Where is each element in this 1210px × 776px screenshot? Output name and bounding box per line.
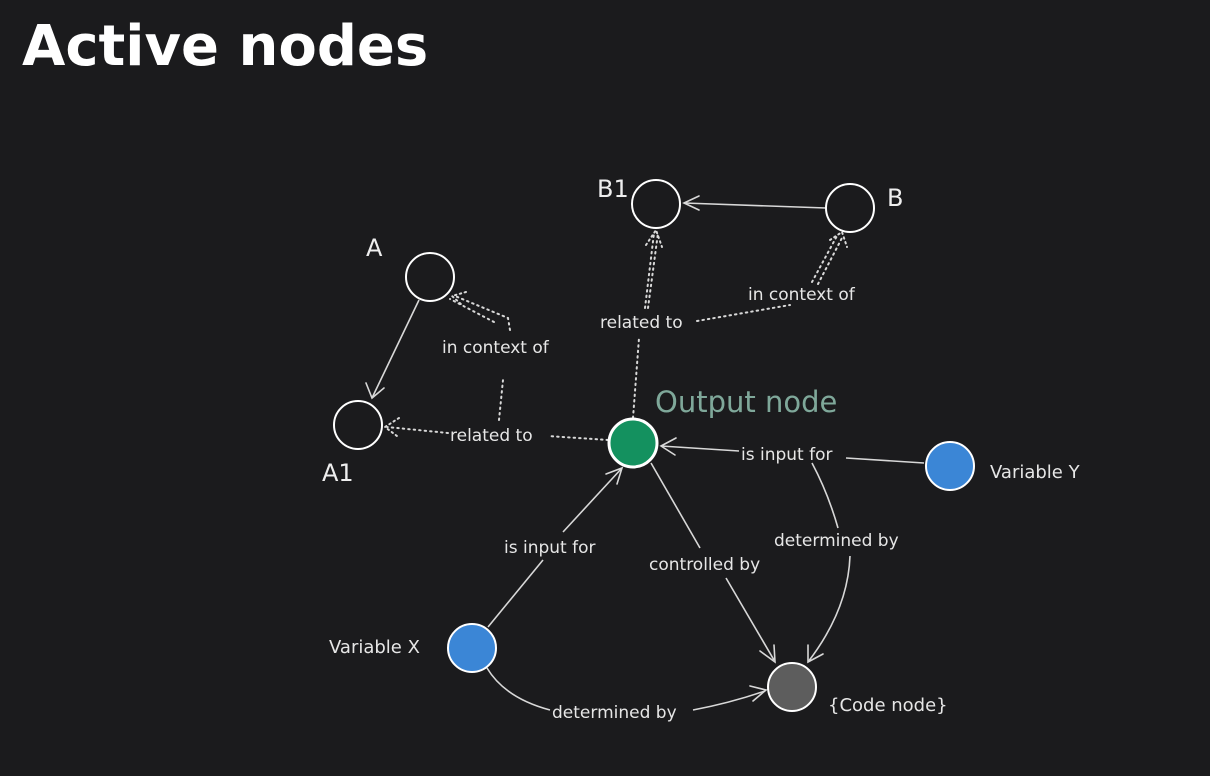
label-node-output: Output node [655,385,837,419]
edge-y-determined-by [807,462,851,664]
label-b1-related-to: related to [600,313,683,333]
edge-y-input-for [659,437,925,464]
edge-b1-related-to [632,227,663,419]
label-x-determined-by: determined by [552,703,677,723]
edge-a-to-a1 [365,299,420,400]
node-output [607,417,659,469]
label-a1-related-to: related to [450,426,533,446]
node-variable-x [447,623,497,673]
edge-b-to-b1 [682,195,827,211]
label-node-variable-y: Variable Y [990,462,1081,483]
label-node-b1: B1 [597,175,629,203]
label-y-input-for: is input for [741,445,833,465]
edge-a1-related-to [383,417,609,441]
node-b [825,183,875,233]
edge-a-in-context-of [449,291,511,421]
label-y-determined-by: determined by [774,531,899,551]
node-code [767,662,817,712]
page-title: Active nodes [22,14,429,79]
label-node-a1: A1 [322,459,354,487]
label-node-code: {Code node} [828,695,948,716]
node-variable-y [925,441,975,491]
node-a [405,252,455,302]
label-a-in-context-of: in context of [442,338,550,358]
label-b-in-context-of: in context of [748,285,856,305]
label-node-variable-x: Variable X [329,637,420,658]
node-a1 [333,400,383,450]
edge-x-input-for [487,466,624,628]
edge-x-determined-by [486,667,768,711]
node-b1 [631,179,681,229]
label-controlled-by: controlled by [649,555,760,575]
label-node-a: A [366,234,383,262]
label-node-b: B [887,184,903,212]
edge-controlled-by [650,462,776,664]
edge-b-in-context-of [696,230,848,322]
label-x-input-for: is input for [504,538,596,558]
